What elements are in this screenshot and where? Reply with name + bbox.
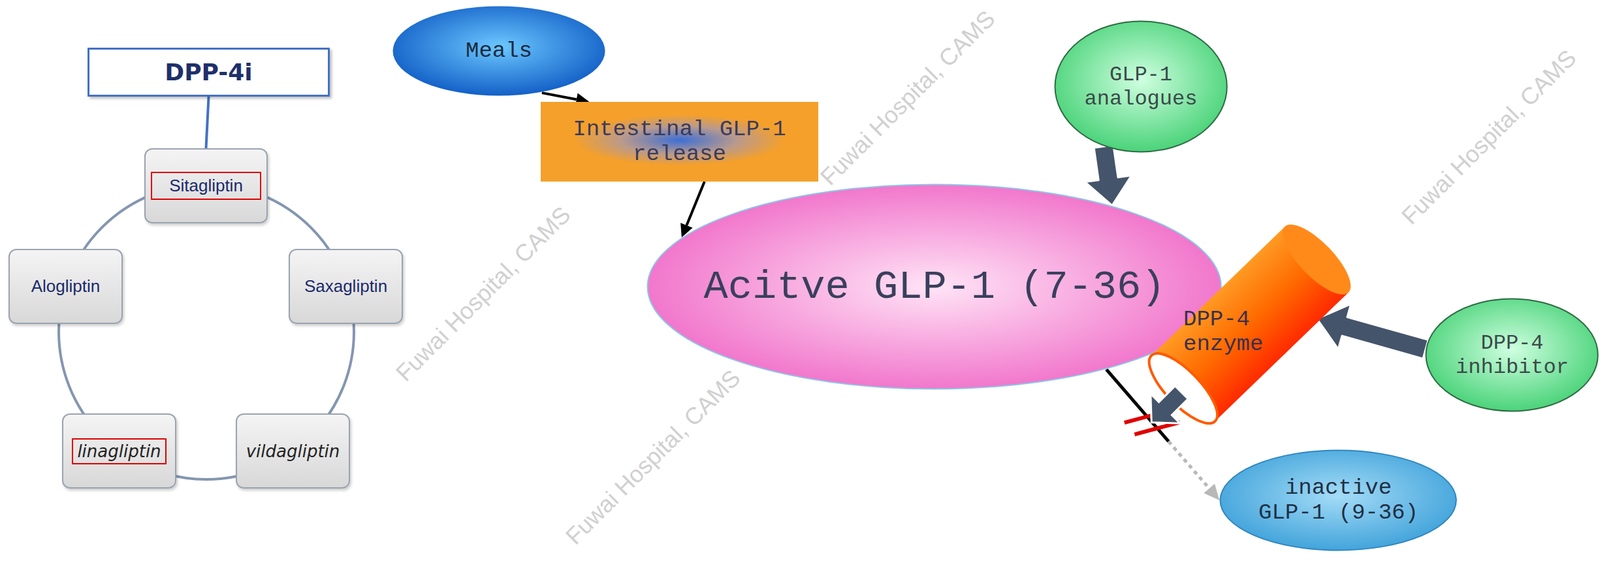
ellipse-shape xyxy=(1054,21,1227,153)
cleavage-arrow xyxy=(1136,377,1197,437)
connector xyxy=(1084,144,1132,206)
node-label: Saxagliptin xyxy=(304,276,388,297)
cylinder-opening xyxy=(1139,343,1228,433)
drug-box: vildagliptin xyxy=(235,413,351,489)
block-arrow xyxy=(1084,144,1132,206)
ellipse-shape xyxy=(1220,450,1457,551)
drug-class-ellipse: DPP-4 inhibitor xyxy=(1424,297,1599,413)
text-wrap: DPP-4i xyxy=(89,49,328,95)
watermark: Fuwai Hospital, CAMS xyxy=(560,364,746,550)
text-wrap: DPP-4 enzyme xyxy=(1183,306,1277,357)
node-label: GLP-1 analogues xyxy=(1081,62,1201,112)
block-arrow xyxy=(1317,303,1429,359)
text-wrap: Saxagliptin xyxy=(289,250,402,323)
drug-box: Alogliptin xyxy=(8,248,123,324)
node-label: Intestinal GLP-1 release xyxy=(566,116,793,167)
text-wrap: Sitagliptin xyxy=(145,149,267,223)
enzyme-cylinder: DPP-4 enzyme xyxy=(1142,208,1368,418)
connector-line xyxy=(205,96,209,149)
connector xyxy=(205,96,209,149)
drug-box: linagliptin xyxy=(62,413,177,489)
text-wrap: Alogliptin xyxy=(9,250,122,323)
text-wrap: DPP-4 inhibitor xyxy=(1424,297,1599,413)
ellipse-shape xyxy=(647,184,1222,390)
label-part: GLP-1 (7-36) xyxy=(873,263,1166,311)
connector-line xyxy=(686,181,704,226)
node-label: DPP-4 inhibitor xyxy=(1452,331,1572,380)
ellipse-shape xyxy=(393,6,606,96)
cylinder-outline xyxy=(1142,208,1368,418)
connector-line xyxy=(542,92,577,100)
meals-ellipse: Meals xyxy=(391,5,607,97)
node-label: Acitve GLP-1 (7-36) xyxy=(704,263,1166,311)
drug-box: Sitagliptin xyxy=(144,148,268,224)
text-wrap: inactive GLP-1 (9-36) xyxy=(1219,449,1457,552)
inhibition-slash xyxy=(1124,410,1171,423)
ellipse-shape xyxy=(1426,299,1599,412)
text-wrap: Meals xyxy=(391,5,607,97)
text-wrap: vildagliptin xyxy=(237,414,349,488)
node-label: Sitagliptin xyxy=(152,173,260,199)
text-wrap: Intestinal GLP-1 release xyxy=(540,101,819,182)
drug-box: Saxagliptin xyxy=(288,248,403,324)
active-glp1-ellipse: Acitve GLP-1 (7-36) xyxy=(646,183,1222,390)
node-label: inactive GLP-1 (9-36) xyxy=(1255,475,1422,526)
cylinder-cap xyxy=(1272,214,1361,305)
text-wrap: GLP-1 analogues xyxy=(1054,20,1228,153)
watermark: Fuwai Hospital, CAMS xyxy=(390,201,576,387)
blocked-path xyxy=(1168,441,1209,489)
inhibition-slash xyxy=(1134,421,1181,435)
watermark: Fuwai Hospital, CAMS xyxy=(1396,44,1582,230)
arrow-head xyxy=(1203,483,1220,501)
watermark: Fuwai Hospital, CAMS xyxy=(815,5,1001,191)
cylinder-group xyxy=(1139,214,1361,433)
node-label: linagliptin xyxy=(73,439,165,464)
text-wrap: linagliptin xyxy=(63,414,176,488)
release-box: Intestinal GLP-1 release xyxy=(540,101,819,182)
node-label: DPP-4i xyxy=(164,58,253,86)
category-box: DPP-4i xyxy=(87,47,330,97)
inactive-glp1-ellipse: inactive GLP-1 (9-36) xyxy=(1219,449,1457,552)
drug-class-ellipse: GLP-1 analogues xyxy=(1054,20,1228,153)
node-label: Meals xyxy=(465,38,533,64)
text-wrap: Acitve GLP-1 (7-36) xyxy=(646,183,1222,390)
node-label: Alogliptin xyxy=(31,276,101,297)
node-label: DPP-4 enzyme xyxy=(1183,306,1277,357)
connector xyxy=(1317,303,1429,359)
node-label: vildagliptin xyxy=(246,441,341,462)
